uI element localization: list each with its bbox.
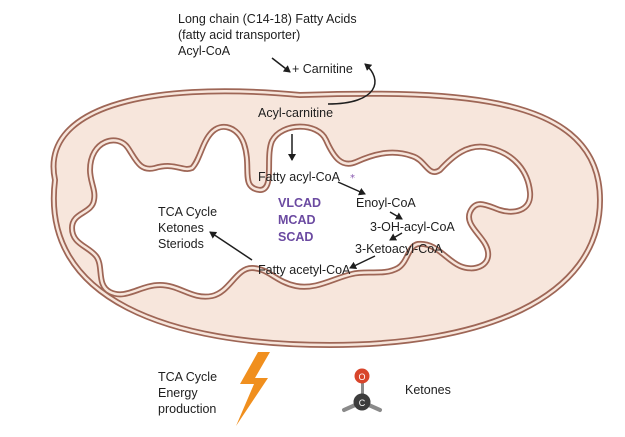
arrow-to-ketoacyl-coa <box>389 232 403 241</box>
enzyme-vlcad: VLCAD <box>278 196 322 210</box>
ketone-molecule-icon: O C <box>342 368 382 412</box>
ketoacyl-coa-label: 3-Ketoacyl-CoA <box>355 242 443 256</box>
oxygen-atom-label: O <box>358 372 365 382</box>
arrow-acyl-coa-to-carnitine <box>271 57 291 73</box>
arrow-to-oh-acyl-coa <box>389 211 403 220</box>
energy-label: Energy <box>158 386 198 400</box>
energy-production-label: production <box>158 402 217 416</box>
output-tca-cycle: TCA Cycle <box>158 205 218 219</box>
arrow-to-fatty-acetyl-coa <box>349 255 376 270</box>
enzyme-scad: SCAD <box>278 230 314 244</box>
arrow-to-enoyl-coa <box>337 181 366 196</box>
star-marker: * <box>350 173 355 184</box>
acyl-carnitine-label: Acyl-carnitine <box>258 106 334 120</box>
fatty-acid-transporter-label: (fatty acid transporter) <box>178 28 301 42</box>
carnitine-label: + Carnitine <box>292 62 353 76</box>
enzyme-mcad: MCAD <box>278 213 316 227</box>
acyl-coa-label: Acyl-CoA <box>178 44 231 58</box>
fatty-acyl-coa-label: Fatty acyl-CoA <box>258 170 340 184</box>
enoyl-coa-label: Enoyl-CoA <box>356 196 416 210</box>
energy-tca-cycle-label: TCA Cycle <box>158 370 218 384</box>
carbon-atom-label: C <box>359 398 366 408</box>
output-ketones: Ketones <box>158 221 204 235</box>
fatty-acetyl-coa-label: Fatty acetyl-CoA <box>258 263 351 277</box>
outer-membrane-inner-line <box>52 89 602 347</box>
arrow-to-tca-outputs <box>209 231 253 261</box>
lightning-bolt-icon <box>236 352 270 426</box>
oxygen-atom <box>354 368 370 384</box>
output-steriods: Steriods <box>158 237 204 251</box>
carnitine-cycle-arrow <box>327 63 376 105</box>
oh-acyl-coa-label: 3-OH-acyl-CoA <box>370 220 455 234</box>
ketones-label: Ketones <box>405 383 451 397</box>
long-chain-fatty-acids-label: Long chain (C14-18) Fatty Acids <box>178 12 357 26</box>
inner-membrane-inner-line <box>70 125 532 298</box>
carbon-atom <box>353 393 371 411</box>
